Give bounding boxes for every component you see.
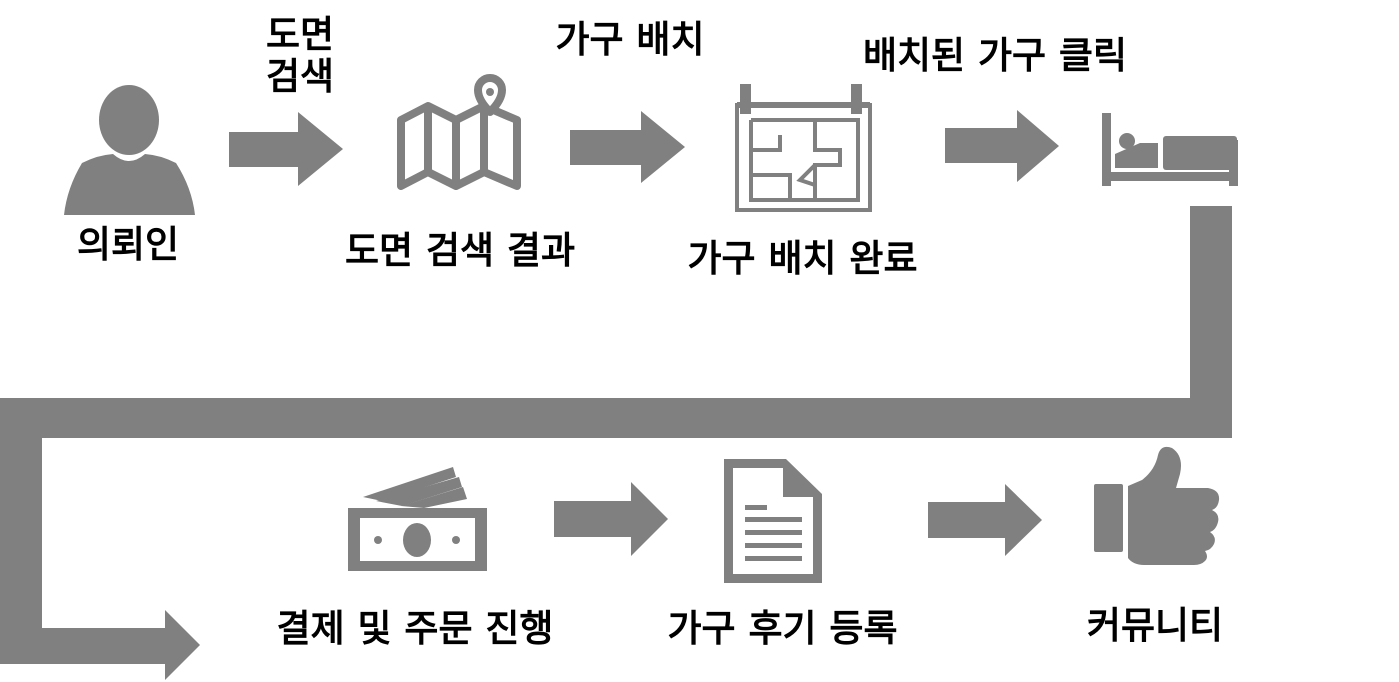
- arrow-review: [554, 482, 668, 556]
- connector-horizontal: [0, 398, 1232, 438]
- step-label-payment: 결제 및 주문 진행: [276, 607, 554, 650]
- arrow-label-search-line2: 검색: [265, 55, 335, 98]
- step-label-review: 가구 후기 등록: [667, 607, 898, 650]
- money-icon: [348, 467, 487, 571]
- arrow-community: [928, 484, 1042, 556]
- arrow-arrange: [570, 111, 685, 183]
- bed-icon: [1102, 113, 1238, 186]
- step-label-community: 커뮤니티: [1086, 604, 1224, 647]
- floor-plan-icon: [735, 84, 872, 212]
- thumbs-up-icon: [1094, 446, 1220, 565]
- arrow-search: [229, 112, 343, 186]
- document-icon: [724, 459, 822, 583]
- arrow-label-arrange: 가구 배치: [555, 18, 705, 61]
- arrow-to-payment: [0, 610, 200, 680]
- arrow-label-search-line1: 도면: [265, 13, 335, 56]
- arrow-label-click: 배치된 가구 클릭: [862, 34, 1128, 77]
- connector-down-left: [0, 398, 42, 630]
- step-label-search-result: 도면 검색 결과: [344, 229, 575, 272]
- step-label-arrange-done: 가구 배치 완료: [687, 237, 918, 280]
- person-icon: [64, 85, 195, 215]
- arrow-click: [945, 110, 1059, 182]
- map-pin-icon: [397, 74, 521, 190]
- step-label-client: 의뢰인: [76, 223, 180, 266]
